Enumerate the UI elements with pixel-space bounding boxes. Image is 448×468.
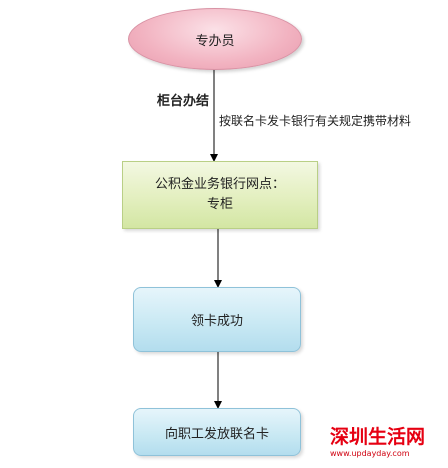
start-node-label: 专办员	[195, 33, 235, 49]
start-node: 专办员	[128, 8, 302, 70]
materials-note: 按联名卡发卡银行有关规定携带材料	[219, 114, 412, 128]
watermark: 深圳生活网 www.updayday.com	[330, 428, 425, 459]
bank-counter-line-2: 专柜	[206, 197, 233, 212]
bank-counter-line-1: 公积金业务银行网点：	[154, 177, 285, 192]
issue-card-node: 向职工发放联名卡	[133, 408, 301, 456]
watermark-title: 深圳生活网	[330, 427, 426, 448]
bank-counter-node: 公积金业务银行网点： 专柜	[122, 161, 318, 229]
issue-card-label: 向职工发放联名卡	[164, 426, 269, 442]
card-received-label: 领卡成功	[190, 314, 243, 329]
counter-label: 柜台办结	[157, 94, 210, 109]
watermark-url: www.updayday.com	[330, 449, 410, 458]
card-received-node: 领卡成功	[133, 287, 301, 352]
